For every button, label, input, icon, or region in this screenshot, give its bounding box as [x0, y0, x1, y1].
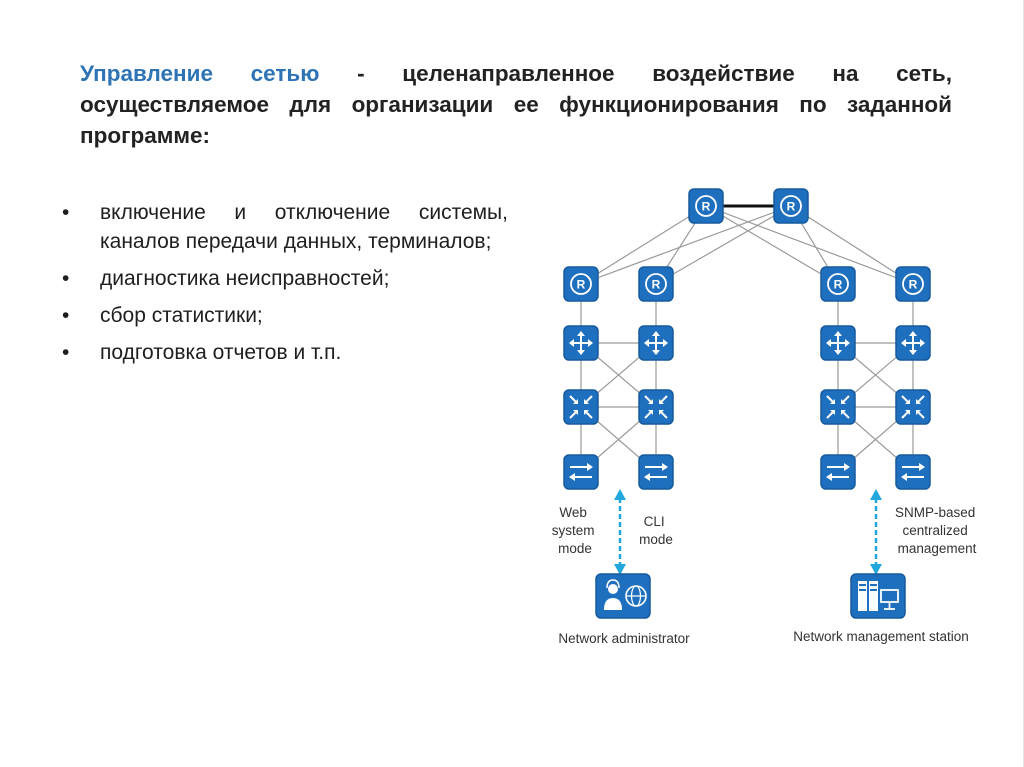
management-station-icon	[850, 573, 906, 619]
layer3-switch-icon	[820, 325, 856, 361]
layer3-switch-icon	[563, 325, 599, 361]
access-switch-icon	[820, 454, 856, 490]
router-icon	[820, 266, 856, 302]
access-switch-icon	[638, 454, 674, 490]
aggregation-switch-icon	[820, 389, 856, 425]
router-icon	[563, 266, 599, 302]
network-links	[580, 205, 914, 473]
aggregation-switch-icon	[895, 389, 931, 425]
web-mode-label: Web system mode	[552, 505, 599, 556]
list-item: • включение и отключение системы, каналов…	[62, 198, 508, 256]
router-icon	[773, 188, 809, 224]
network-management-station-label: Network management station	[793, 629, 969, 644]
list-item: • подготовка отчетов и т.п.	[62, 338, 508, 367]
bullet-list: • включение и отключение системы, каналов…	[62, 198, 508, 375]
bullet-marker: •	[62, 201, 70, 224]
bullet-text: включение и отключение системы, каналов …	[100, 201, 508, 253]
aggregation-switch-icon	[563, 389, 599, 425]
network-topology-diagram: R	[552, 188, 979, 646]
bullet-text: диагностика неисправностей;	[100, 267, 390, 290]
access-switch-icon	[563, 454, 599, 490]
list-item: • диагностика неисправностей;	[62, 264, 508, 293]
arrow-head-down	[614, 564, 626, 575]
arrow-head-down	[870, 564, 882, 575]
access-switch-icon	[895, 454, 931, 490]
administrator-icon	[595, 573, 651, 619]
arrow-head-up	[870, 489, 882, 500]
layer3-switch-icon	[895, 325, 931, 361]
list-item: • сбор статистики;	[62, 301, 508, 330]
bullet-marker: •	[62, 341, 70, 364]
router-icon	[638, 266, 674, 302]
page-title: Управление сетью - целенаправленное возд…	[80, 58, 952, 151]
bullet-text: сбор статистики;	[100, 304, 263, 327]
arrow-head-up	[614, 489, 626, 500]
layer3-switch-icon	[638, 325, 674, 361]
bullet-text: подготовка отчетов и т.п.	[100, 341, 342, 364]
bullet-marker: •	[62, 304, 70, 327]
title-definition: - целенаправленное воздействие на сеть, …	[80, 61, 952, 148]
snmp-management-label: SNMP-based centralized management	[895, 505, 979, 556]
network-administrator-label: Network administrator	[558, 631, 690, 646]
cli-mode-label: CLI mode	[639, 514, 673, 547]
bullet-marker: •	[62, 267, 70, 290]
aggregation-switch-icon	[638, 389, 674, 425]
router-icon	[688, 188, 724, 224]
router-icon	[895, 266, 931, 302]
title-highlight: Управление сетью	[80, 61, 320, 86]
